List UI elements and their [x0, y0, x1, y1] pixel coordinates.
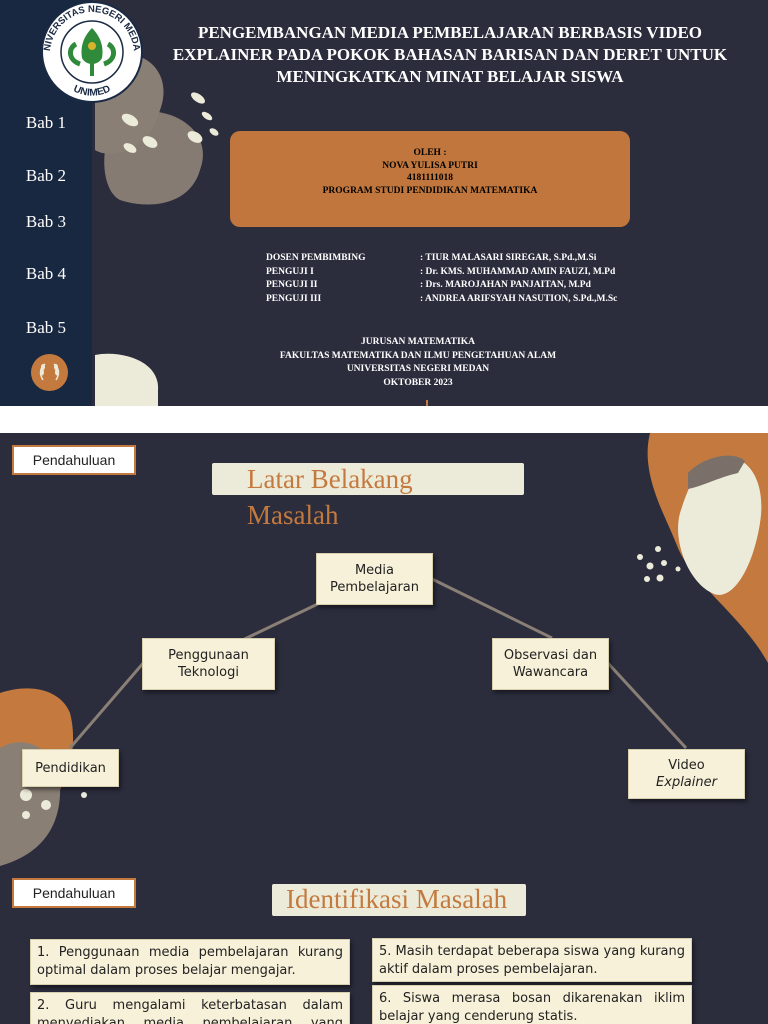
author-nim: 4181111018 [407, 173, 453, 183]
background-slide: Pendahuluan Latar Belakang Masalah Media… [0, 433, 768, 866]
node-pendidikan: Pendidikan [22, 749, 119, 787]
section-tab-pendahuluan[interactable]: Pendahuluan [12, 445, 136, 475]
author-program: PROGRAM STUDI PENDIDIKAN MATEMATIKA [322, 185, 538, 196]
examiner-role: PENGUJI II [266, 280, 318, 290]
heading-line-2: Masalah [247, 500, 339, 530]
home-button[interactable] [31, 354, 68, 391]
faculty: FAKULTAS MATEMATIKA DAN ILMU PENGETAHUAN… [279, 350, 557, 361]
examiner-name: : ANDREA ARIFSYAH NASUTION, S.Pd.,M.Sc [420, 293, 618, 304]
author-box: OLEH : NOVA YULISA PUTRI 4181111018 PROG… [230, 131, 630, 227]
heading-line-1: Latar Belakang [247, 464, 413, 494]
university: UNIVERSITAS NEGERI MEDAN [346, 364, 490, 374]
node-label: Teknologi [178, 665, 239, 680]
node-video-explainer: Video Explainer [628, 749, 745, 799]
author-heading: OLEH : [413, 148, 447, 158]
institution-block: JURUSAN MATEMATIKA FAKULTAS MATEMATIKA D… [200, 336, 636, 390]
examiner-role: DOSEN PEMBIMBING [266, 253, 366, 263]
node-label: Wawancara [512, 665, 589, 680]
node-label: Media [354, 563, 395, 578]
examiner-name: : Dr. KMS. MUHAMMAD AMIN FAUZI, M.Pd [420, 266, 616, 277]
examiner-role: PENGUJI I [266, 266, 314, 277]
node-label: Observasi dan [503, 648, 598, 663]
decorative-shapes [0, 433, 768, 866]
node-observasi-wawancara: Observasi dan Wawancara [492, 638, 609, 690]
decorative-shapes [95, 53, 428, 406]
heading-brush [272, 884, 526, 916]
sidebar-item-bab-1[interactable]: Bab 1 [25, 113, 67, 132]
node-penggunaan-teknologi: Penggunaan Teknologi [142, 638, 275, 690]
node-label: Explainer [656, 775, 717, 790]
wreath-icon [39, 363, 60, 381]
examiner-name: : Drs. MAROJAHAN PANJAITAN, M.Pd [420, 280, 591, 290]
unimed-logo: UNIVERSITAS NEGERI MEDAN UNIMED [36, 0, 143, 103]
title-slide: Bab 1 Bab 2 Bab 3 Bab 4 Bab 5 UNIVERSITA… [0, 0, 768, 406]
sidebar-item-bab-3[interactable]: Bab 3 [25, 212, 67, 231]
examiner-list: DOSEN PEMBIMBING : TIUR MALASARI SIREGAR… [266, 252, 617, 306]
problem-identification-slide: Pendahuluan Identifikasi Masalah 1. Peng… [0, 866, 768, 1024]
issue-item: 6. Siswa merasa bosan dikarenakan iklim … [372, 985, 692, 1024]
examiner-row: PENGUJI II : Drs. MAROJAHAN PANJAITAN, M… [266, 279, 617, 293]
examiner-role: PENGUJI III [266, 293, 322, 304]
node-label: Penggunaan [168, 648, 249, 663]
node-media-pembelajaran: Media Pembelajaran [316, 553, 433, 605]
date: OKTOBER 2023 [383, 377, 453, 388]
issue-item: 2. Guru mengalami keterbatasan dalam men… [30, 992, 350, 1024]
svg-text:UNIMED: UNIMED [72, 84, 113, 99]
examiner-row: PENGUJI I : Dr. KMS. MUHAMMAD AMIN FAUZI… [266, 266, 617, 280]
heading-brush [212, 463, 524, 495]
issue-item: 5. Masih terdapat beberapa siswa yang ku… [372, 938, 692, 982]
heading-identifikasi: Identifikasi Masalah [286, 884, 508, 914]
section-tab-pendahuluan[interactable]: Pendahuluan [12, 878, 136, 908]
sidebar-item-bab-4[interactable]: Bab 4 [25, 264, 67, 283]
node-label: Video [668, 758, 705, 773]
issue-item: 1. Penggunaan media pembelajaran kurang … [30, 939, 350, 985]
examiner-name: : TIUR MALASARI SIREGAR, S.Pd.,M.Si [420, 253, 597, 263]
slide-divider [0, 406, 768, 433]
author-name: NOVA YULISA PUTRI [382, 160, 478, 171]
node-label: Pendidikan [35, 760, 106, 776]
sidebar-item-bab-2[interactable]: Bab 2 [25, 166, 67, 185]
page-title: PENGEMBANGAN MEDIA PEMBELAJARAN BERBASIS… [172, 23, 728, 86]
examiner-row: PENGUJI III : ANDREA ARIFSYAH NASUTION, … [266, 293, 617, 307]
logo-abbr: UNIMED [72, 84, 113, 99]
examiner-row: DOSEN PEMBIMBING : TIUR MALASARI SIREGAR… [266, 252, 617, 266]
department: JURUSAN MATEMATIKA [361, 337, 475, 347]
sidebar-item-bab-5[interactable]: Bab 5 [25, 318, 67, 337]
node-label: Pembelajaran [330, 580, 419, 595]
